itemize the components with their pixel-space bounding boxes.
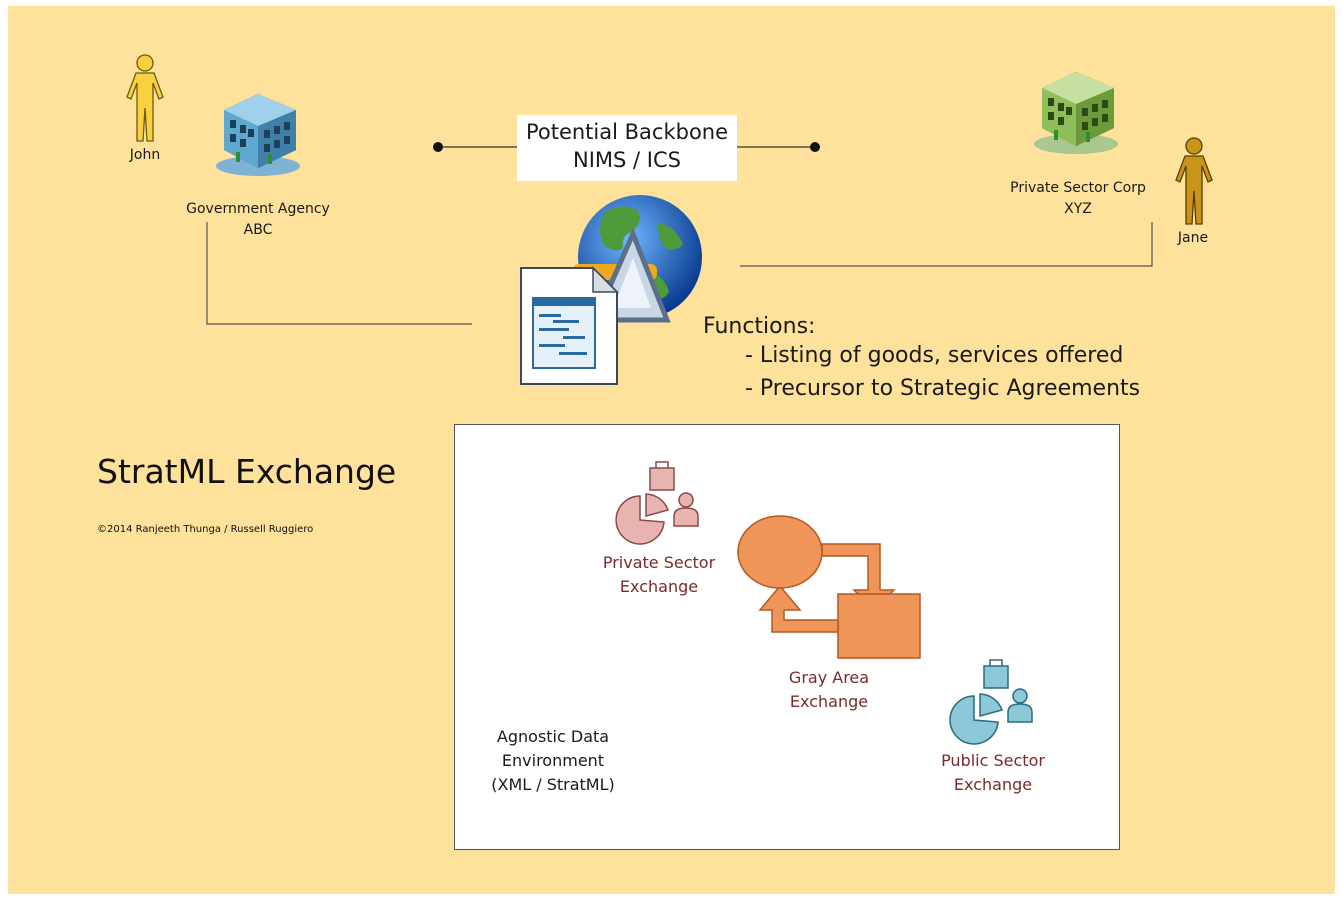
priv-label-line1: Private Sector Corp [1010, 180, 1146, 196]
backbone-label-line2: NIMS / ICS [573, 148, 681, 172]
john-person-icon [126, 54, 164, 142]
public-exchange-market-share-icon [949, 659, 1033, 745]
environment-label-line1: Agnostic Data [496, 727, 610, 746]
priv-label-line2: XYZ [1064, 201, 1092, 217]
private-exchange-label-line1: Private Sector [602, 553, 716, 572]
functions-heading: Functions: [703, 314, 816, 339]
functions-item-2: - Precursor to Strategic Agreements [745, 376, 1141, 401]
gray-area-label-line2: Exchange [789, 692, 869, 711]
public-exchange-label-line2: Exchange [953, 775, 1033, 794]
backbone-endpoint-left [433, 142, 443, 152]
copyright-text: ©2014 Ranjeeth Thunga / Russell Ruggiero [97, 524, 314, 535]
document-icon [520, 266, 619, 385]
gov-connector [206, 222, 472, 325]
backbone-label-line1: Potential Backbone [525, 120, 729, 144]
exchange-environment-box [454, 424, 1120, 850]
john-label: John [129, 147, 161, 163]
jane-person-icon [1175, 137, 1213, 225]
environment-label-line2: Environment [501, 751, 605, 770]
private-exchange-label-line2: Exchange [619, 577, 699, 596]
jane-label: Jane [1177, 230, 1209, 246]
gov-label-line2: ABC [243, 222, 273, 238]
environment-label-line3: (XML / StratML) [491, 775, 615, 794]
priv-connector [740, 222, 1153, 267]
gov-office-building-icon [216, 94, 300, 176]
gray-area-label-line1: Gray Area [788, 668, 870, 687]
functions-item-1: - Listing of goods, services offered [745, 343, 1124, 368]
page-title: StratML Exchange [97, 452, 397, 491]
public-exchange-label-line1: Public Sector [941, 751, 1045, 770]
priv-office-building-icon [1034, 72, 1118, 154]
gray-area-cycle-arrows-icon [737, 515, 921, 659]
backbone-label-box: Potential Backbone NIMS / ICS [517, 115, 737, 181]
private-exchange-market-share-icon [615, 461, 699, 545]
gov-label-line1: Government Agency [186, 201, 330, 217]
backbone-endpoint-right [810, 142, 820, 152]
